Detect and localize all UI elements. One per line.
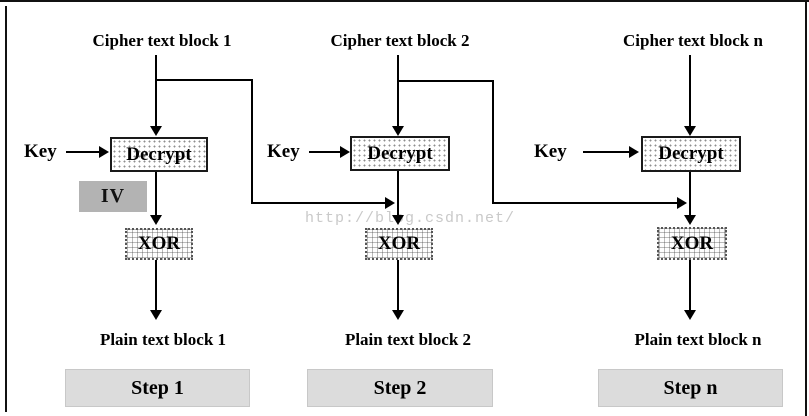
connector-decrypt1-to-xor1: [155, 172, 157, 216]
arrowhead-down-icon: [150, 310, 162, 320]
frame-border-right: [805, 2, 807, 416]
iv-box: IV: [79, 181, 147, 212]
chain1-branch-horizontal: [156, 79, 253, 81]
plain-text-block-2-label: Plain text block 2: [344, 330, 472, 349]
arrowhead-right-icon: [99, 146, 109, 158]
step-2-bar: Step 2: [307, 369, 493, 407]
connector-xor1-to-plain1: [155, 260, 157, 311]
key-label-2: Key: [267, 141, 300, 162]
arrowhead-down-icon: [392, 215, 404, 225]
step-n-bar: Step n: [598, 369, 783, 407]
arrowhead-down-icon: [684, 126, 696, 136]
connector-cipher1-to-decrypt1: [155, 55, 157, 127]
plain-text-block-n-label: Plain text block n: [634, 330, 762, 349]
arrowhead-down-icon: [392, 310, 404, 320]
decrypt-box-2: Decrypt: [350, 136, 450, 171]
cipher-text-block-2-label: Cipher text block 2: [330, 31, 470, 50]
cipher-text-block-n-label: Cipher text block n: [623, 31, 763, 50]
connector-decrypt2-to-xor2: [397, 171, 399, 216]
key-label-n: Key: [534, 141, 567, 162]
connector-cipher2-to-decrypt2: [397, 55, 399, 127]
key-label-1: Key: [24, 141, 57, 162]
connector-xorn-to-plainn: [689, 260, 691, 311]
xor-box-1: XOR: [125, 228, 193, 260]
frame-border-top: [0, 0, 809, 2]
keyn-arrow-line: [583, 151, 631, 153]
connector-xor2-to-plain2: [397, 260, 399, 311]
plain-text-block-1-label: Plain text block 1: [99, 330, 227, 349]
arrowhead-right-icon: [340, 146, 350, 158]
step-1-bar: Step 1: [65, 369, 250, 407]
connector-decryptn-to-xorn: [689, 172, 691, 216]
csdn-watermark: http://blog.csdn.net/: [305, 210, 516, 227]
arrowhead-right-icon: [385, 197, 395, 209]
key1-arrow-line: [66, 151, 100, 153]
arrowhead-down-icon: [684, 215, 696, 225]
arrowhead-down-icon: [150, 126, 162, 136]
connector-ciphern-to-decryptn: [689, 55, 691, 127]
chain1-branch-vertical: [251, 79, 253, 204]
cipher-text-block-1-label: Cipher text block 1: [92, 31, 232, 50]
decrypt-box-1: Decrypt: [110, 137, 208, 172]
arrowhead-right-icon: [629, 146, 639, 158]
xor-box-2: XOR: [365, 228, 433, 260]
chain2-feed-horizontal: [492, 202, 678, 204]
arrowhead-right-icon: [677, 197, 687, 209]
frame-border-left: [5, 6, 7, 412]
chain2-branch-vertical: [492, 80, 494, 204]
chain1-feed-horizontal: [251, 202, 386, 204]
arrowhead-down-icon: [150, 215, 162, 225]
arrowhead-down-icon: [684, 310, 696, 320]
chain2-branch-horizontal: [398, 80, 494, 82]
key2-arrow-line: [309, 151, 341, 153]
arrowhead-down-icon: [392, 126, 404, 136]
xor-box-n: XOR: [657, 227, 727, 260]
decrypt-box-n: Decrypt: [641, 136, 741, 172]
